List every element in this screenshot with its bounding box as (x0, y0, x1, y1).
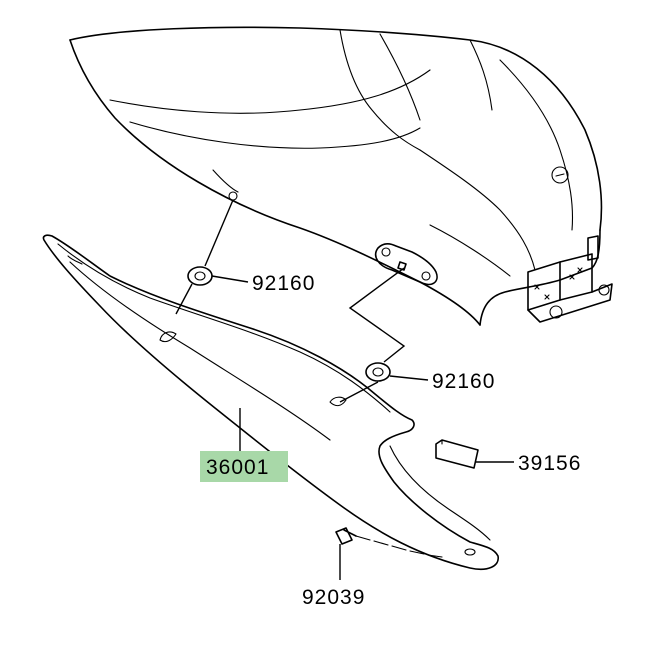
tank-bracket (527, 235, 613, 323)
callout-labels: 92160 92160 36001 39156 92039 (200, 272, 581, 609)
side-cover-part (42, 234, 499, 571)
callout-92039: 92039 (302, 586, 365, 609)
slot-plate (374, 243, 438, 286)
leader-lines (175, 199, 514, 580)
callout-92160-upper: 92160 (252, 272, 315, 295)
pad-part (435, 439, 479, 469)
screw-part (335, 527, 443, 558)
fuel-tank-outline (69, 26, 603, 326)
callout-36001-highlight (200, 451, 288, 482)
grommet-upper-part (187, 266, 213, 286)
grommet-lower-part (365, 362, 391, 382)
callout-36001: 36001 (206, 456, 269, 479)
callout-92160-lower: 92160 (432, 370, 495, 393)
callout-39156: 39156 (518, 452, 581, 475)
